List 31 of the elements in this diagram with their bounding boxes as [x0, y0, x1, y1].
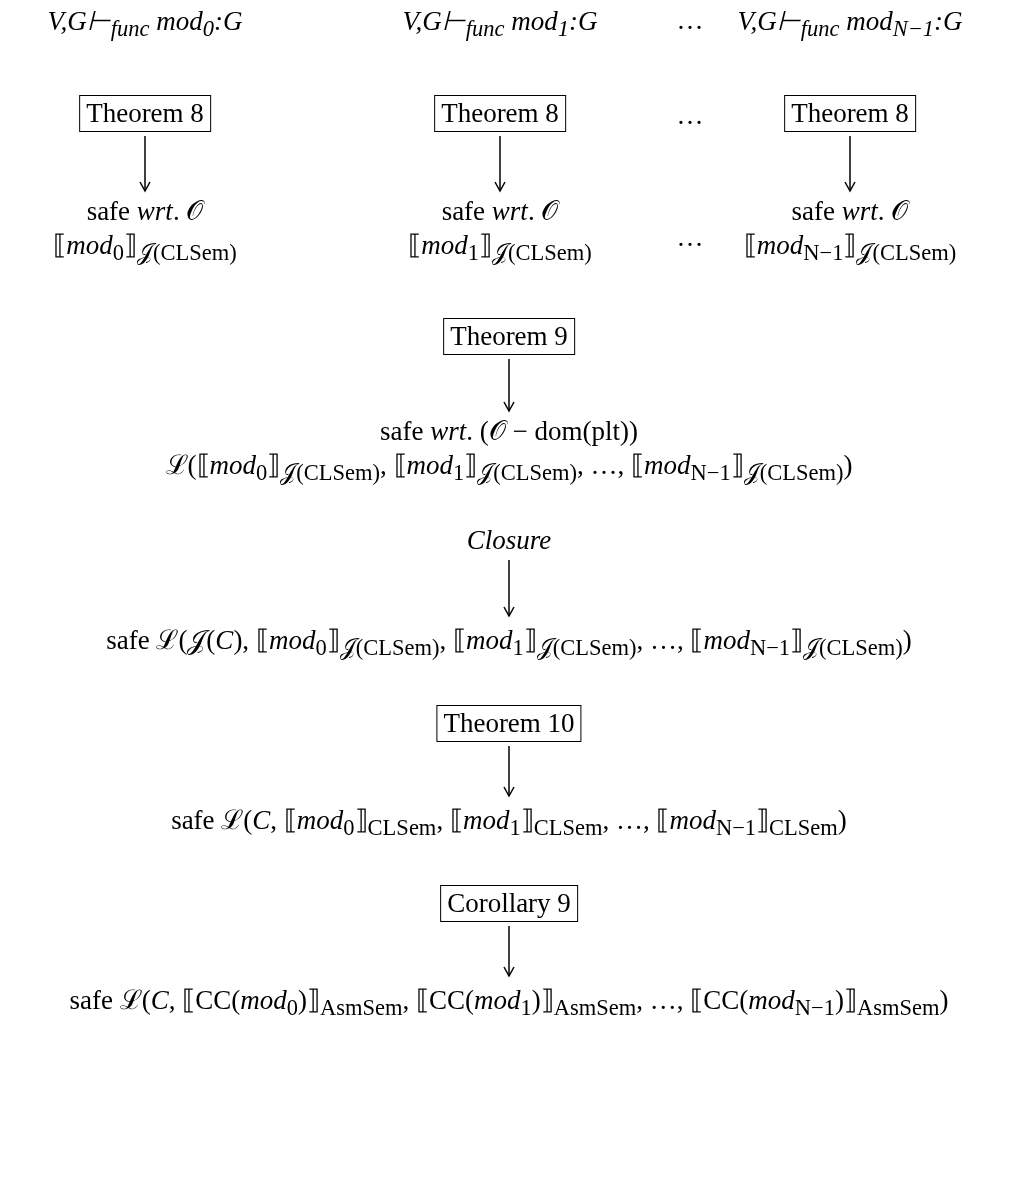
ellipsis: … — [676, 222, 704, 253]
theorem-box: Theorem 8 — [784, 95, 916, 132]
arrow — [503, 358, 515, 412]
arrow — [503, 925, 515, 977]
rule-label: Closure — [466, 525, 552, 556]
arrow — [503, 745, 515, 797]
statement-text: safe wrt. (𝒪 − dom(plt)) — [379, 415, 639, 448]
ellipsis: … — [676, 5, 704, 36]
statement-text: ℒ(⟦mod$_{0}$⟧$_{𝒥(CLSem)}$, ⟦mod$_{1}$⟧$_{𝒥(CLSem)}$, …, ⟦mod$_{N−1}$⟧$_{𝒥(CLSem)}$) — [165, 448, 853, 488]
statement-text: ⟦mod$_{1}$⟧$_{𝒥(CLSem)}$ — [408, 228, 592, 268]
statement-text: safe wrt. 𝒪 — [790, 195, 911, 228]
theorem-box: Theorem 8 — [79, 95, 211, 132]
ellipsis: … — [676, 100, 704, 131]
statement-text: ⟦mod$_{0}$⟧$_{𝒥(CLSem)}$ — [53, 228, 237, 268]
statement-text: safe ℒ(C, ⟦CC(mod$_{0}$)⟧$_{AsmSem}$, ⟦CC(mod$_{1}$)⟧$_{AsmSem}$, …, ⟦CC(mod$_{N−1}$)⟧$_{AsmSem}$) — [69, 980, 949, 1022]
judgment-text: V,G⊢$_{func}$ mod$_{1}$:G — [402, 5, 598, 43]
theorem-box: Theorem 8 — [434, 95, 566, 132]
statement-text: safe wrt. 𝒪 — [440, 195, 561, 228]
arrow — [139, 135, 151, 192]
judgment-text: V,G⊢$_{func}$ mod$_{N−1}$:G — [737, 5, 963, 43]
statement-text: safe ℒ(𝒥(C), ⟦mod$_{0}$⟧$_{𝒥(CLSem)}$, ⟦mod$_{1}$⟧$_{𝒥(CLSem)}$, …, ⟦mod$_{N−1}$⟧$_{𝒥(CLSem)}$) — [106, 620, 912, 662]
judgment-text: V,G⊢$_{func}$ mod$_{0}$:G — [47, 5, 243, 43]
theorem-box: Theorem 10 — [436, 705, 582, 742]
statement-text: safe ℒ(C, ⟦mod$_{0}$⟧$_{CLSem}$, ⟦mod$_{1}$⟧$_{CLSem}$, …, ⟦mod$_{N−1}$⟧$_{CLSem}$) — [171, 800, 847, 842]
statement-text: safe wrt. 𝒪 — [85, 195, 206, 228]
theorem-box: Theorem 9 — [443, 318, 575, 355]
arrow — [844, 135, 856, 192]
arrow — [494, 135, 506, 192]
arrow — [503, 559, 515, 617]
theorem-box: Corollary 9 — [440, 885, 578, 922]
statement-text: ⟦mod$_{N−1}$⟧$_{𝒥(CLSem)}$ — [743, 228, 957, 268]
